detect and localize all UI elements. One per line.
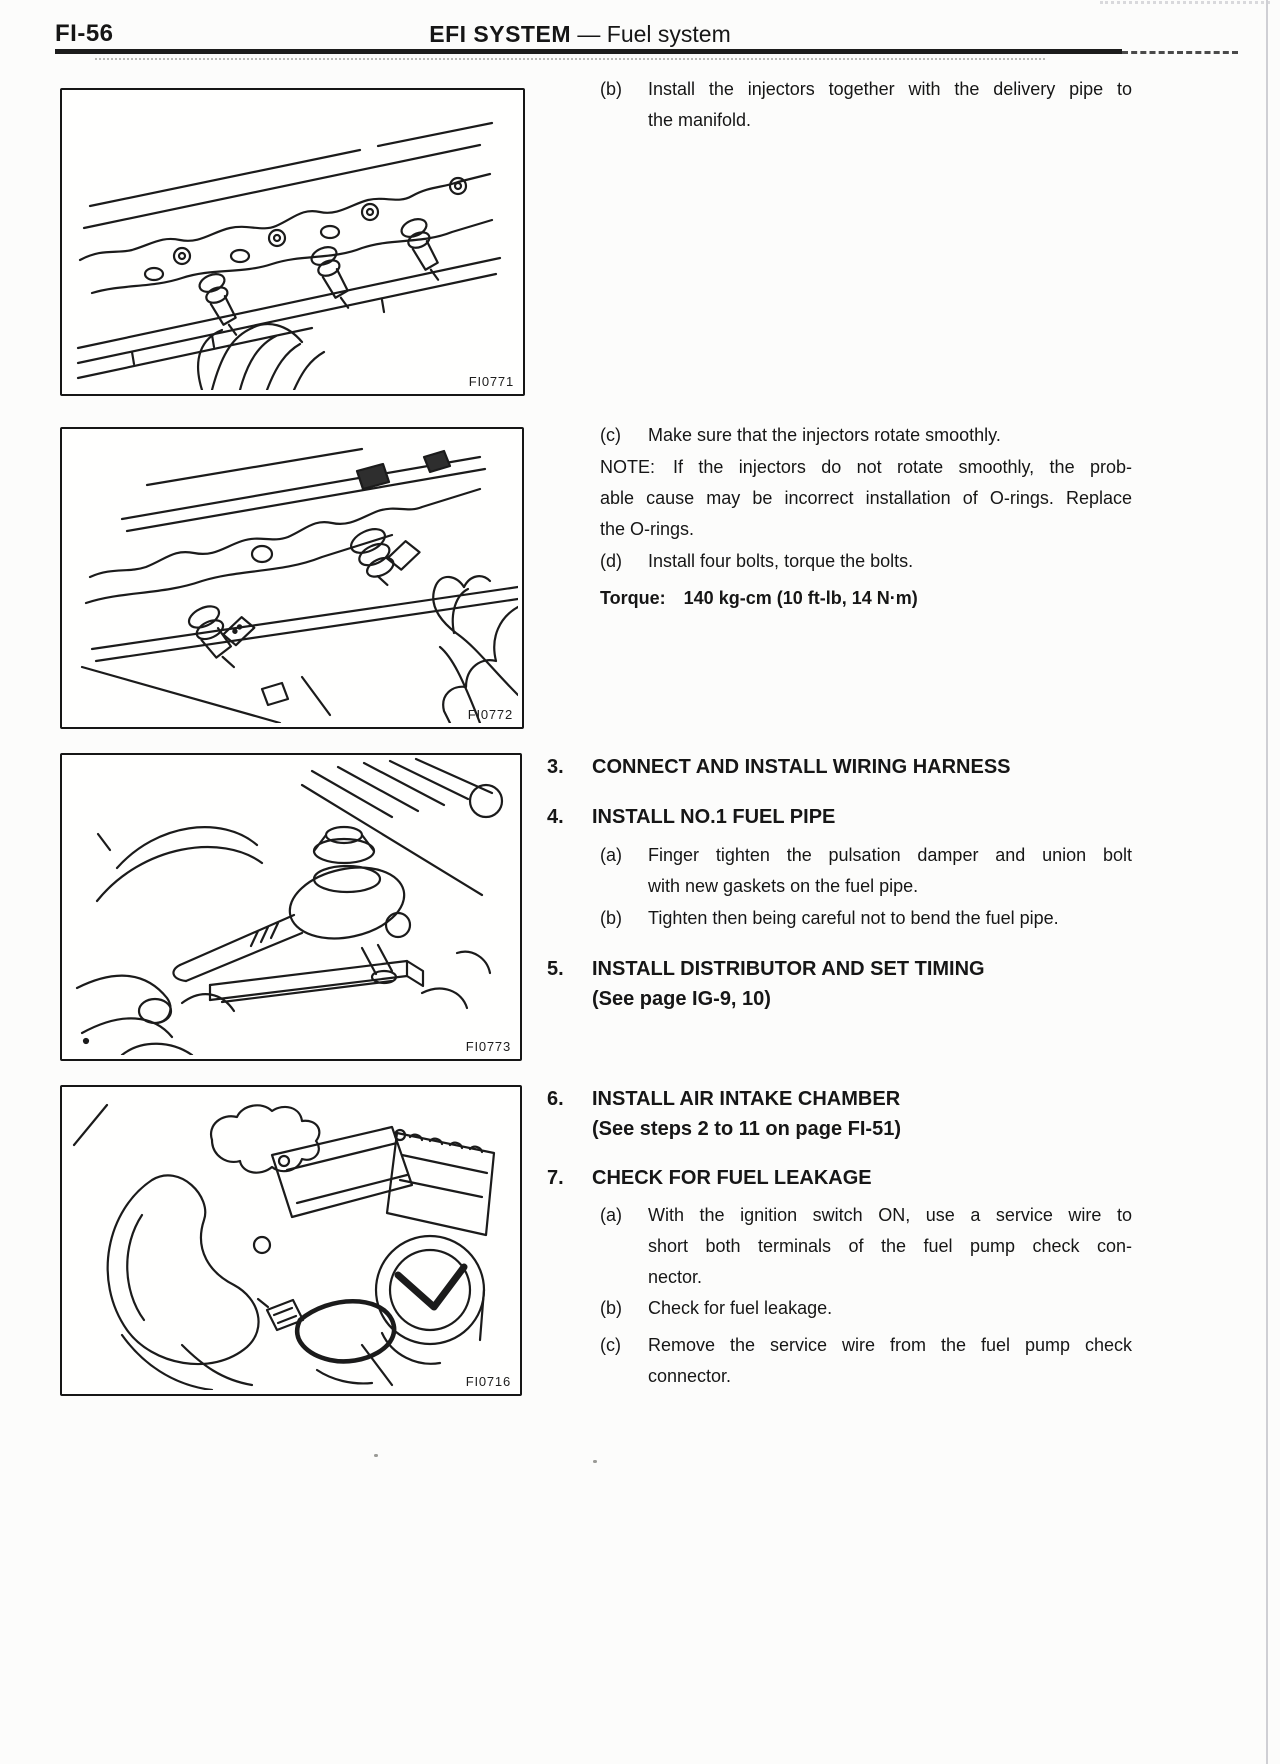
- step-item-4a: (a) Finger tighten the pulsation damper …: [600, 840, 1132, 902]
- step-marker: (b): [600, 79, 622, 99]
- section-number: 3.: [547, 756, 564, 778]
- figure-code: FI0773: [465, 1039, 511, 1054]
- engine-service-wire-illustration: [62, 1087, 516, 1390]
- section-title: INSTALL AIR INTAKE CHAMBER(See steps 2 t…: [592, 1088, 901, 1140]
- figure-code: FI0772: [467, 707, 513, 722]
- section-heading-4: 4. INSTALL NO.1 FUEL PIPE: [547, 802, 1132, 832]
- scan-speck: [593, 1460, 597, 1463]
- step-item-7c: (c) Remove the service wire from the fue…: [600, 1330, 1132, 1392]
- scan-speck: [374, 1454, 378, 1457]
- header-rule: [55, 49, 1122, 54]
- step-marker: (a): [600, 1205, 622, 1225]
- section-heading-6: 6. INSTALL AIR INTAKE CHAMBER(See steps …: [547, 1084, 1132, 1144]
- page-number: FI-56: [55, 20, 114, 47]
- page-title-separator: —: [577, 21, 601, 47]
- page-title: EFI SYSTEM — Fuel system: [0, 21, 1160, 48]
- step-marker: (b): [600, 1298, 622, 1318]
- step-item-4b: (b) Tighten then being careful not to be…: [600, 903, 1132, 934]
- section-heading-5: 5. INSTALL DISTRIBUTOR AND SET TIMING(Se…: [547, 954, 1132, 1014]
- section-title: INSTALL NO.1 FUEL PIPE: [592, 806, 836, 828]
- scan-edge-line: [1266, 0, 1268, 1764]
- header-rule-dotted-tail: [1122, 51, 1238, 54]
- page-title-main: EFI SYSTEM: [429, 21, 571, 47]
- injector-rotate-illustration: [62, 429, 518, 723]
- step-item-b: (b) Install the injectors together with …: [600, 74, 1132, 136]
- scan-noise-line: [95, 58, 1045, 60]
- section-number: 7.: [547, 1167, 564, 1189]
- wrench-tighten-illustration: [62, 755, 516, 1055]
- step-text: Remove the service wire from the fuel pu…: [648, 1335, 1132, 1386]
- step-item-7a: (a) With the ignition switch ON, use a s…: [600, 1200, 1132, 1293]
- page-title-sub: Fuel system: [606, 21, 731, 47]
- step-item-d: (d) Install four bolts, torque the bolts…: [600, 546, 1132, 577]
- section-number: 5.: [547, 958, 564, 980]
- step-text: Finger tighten the pulsation damper and …: [648, 845, 1132, 896]
- note-paragraph: NOTE: If the injectors do not rotate smo…: [600, 457, 1132, 539]
- section-title: INSTALL DISTRIBUTOR AND SET TIMING(See p…: [592, 958, 985, 1010]
- step-marker: (c): [600, 1335, 621, 1355]
- section-title: CONNECT AND INSTALL WIRING HARNESS: [592, 756, 1011, 778]
- figure-fuel-leak-check: FI0716: [60, 1085, 522, 1396]
- injector-install-illustration: [62, 90, 519, 390]
- step-text: Tighten then being careful not to bend t…: [648, 908, 1059, 928]
- section-heading-7: 7. CHECK FOR FUEL LEAKAGE: [547, 1163, 1132, 1193]
- step-marker: (c): [600, 425, 621, 445]
- step-marker: (d): [600, 551, 622, 571]
- figure-fuel-pipe-wrench: FI0773: [60, 753, 522, 1061]
- figure-code: FI0716: [465, 1374, 511, 1389]
- step-item-7b: (b) Check for fuel leakage.: [600, 1293, 1132, 1324]
- figure-injector-delivery-pipe: FI0771: [60, 88, 525, 396]
- figure-injector-rotate: FI0772: [60, 427, 524, 729]
- torque-spec: Torque: 140 kg-cm (10 ft-lb, 14 N·m): [600, 588, 918, 608]
- step-marker: (b): [600, 908, 622, 928]
- figure-code: FI0771: [468, 374, 514, 389]
- section-number: 6.: [547, 1088, 564, 1110]
- section-title: CHECK FOR FUEL LEAKAGE: [592, 1167, 872, 1189]
- step-text: With the ignition switch ON, use a servi…: [648, 1205, 1132, 1287]
- scan-noise-top-right: [1100, 1, 1270, 4]
- section-number: 4.: [547, 806, 564, 828]
- step-text: Check for fuel leakage.: [648, 1298, 833, 1318]
- step-text: Make sure that the injectors rotate smoo…: [648, 425, 1001, 445]
- step-text: Install four bolts, torque the bolts.: [648, 551, 914, 571]
- step-text: Install the injectors together with the …: [648, 79, 1132, 130]
- step-marker: (a): [600, 845, 622, 865]
- section-heading-3: 3. CONNECT AND INSTALL WIRING HARNESS: [547, 752, 1132, 782]
- step-item-c: (c) Make sure that the injectors rotate …: [600, 420, 1132, 451]
